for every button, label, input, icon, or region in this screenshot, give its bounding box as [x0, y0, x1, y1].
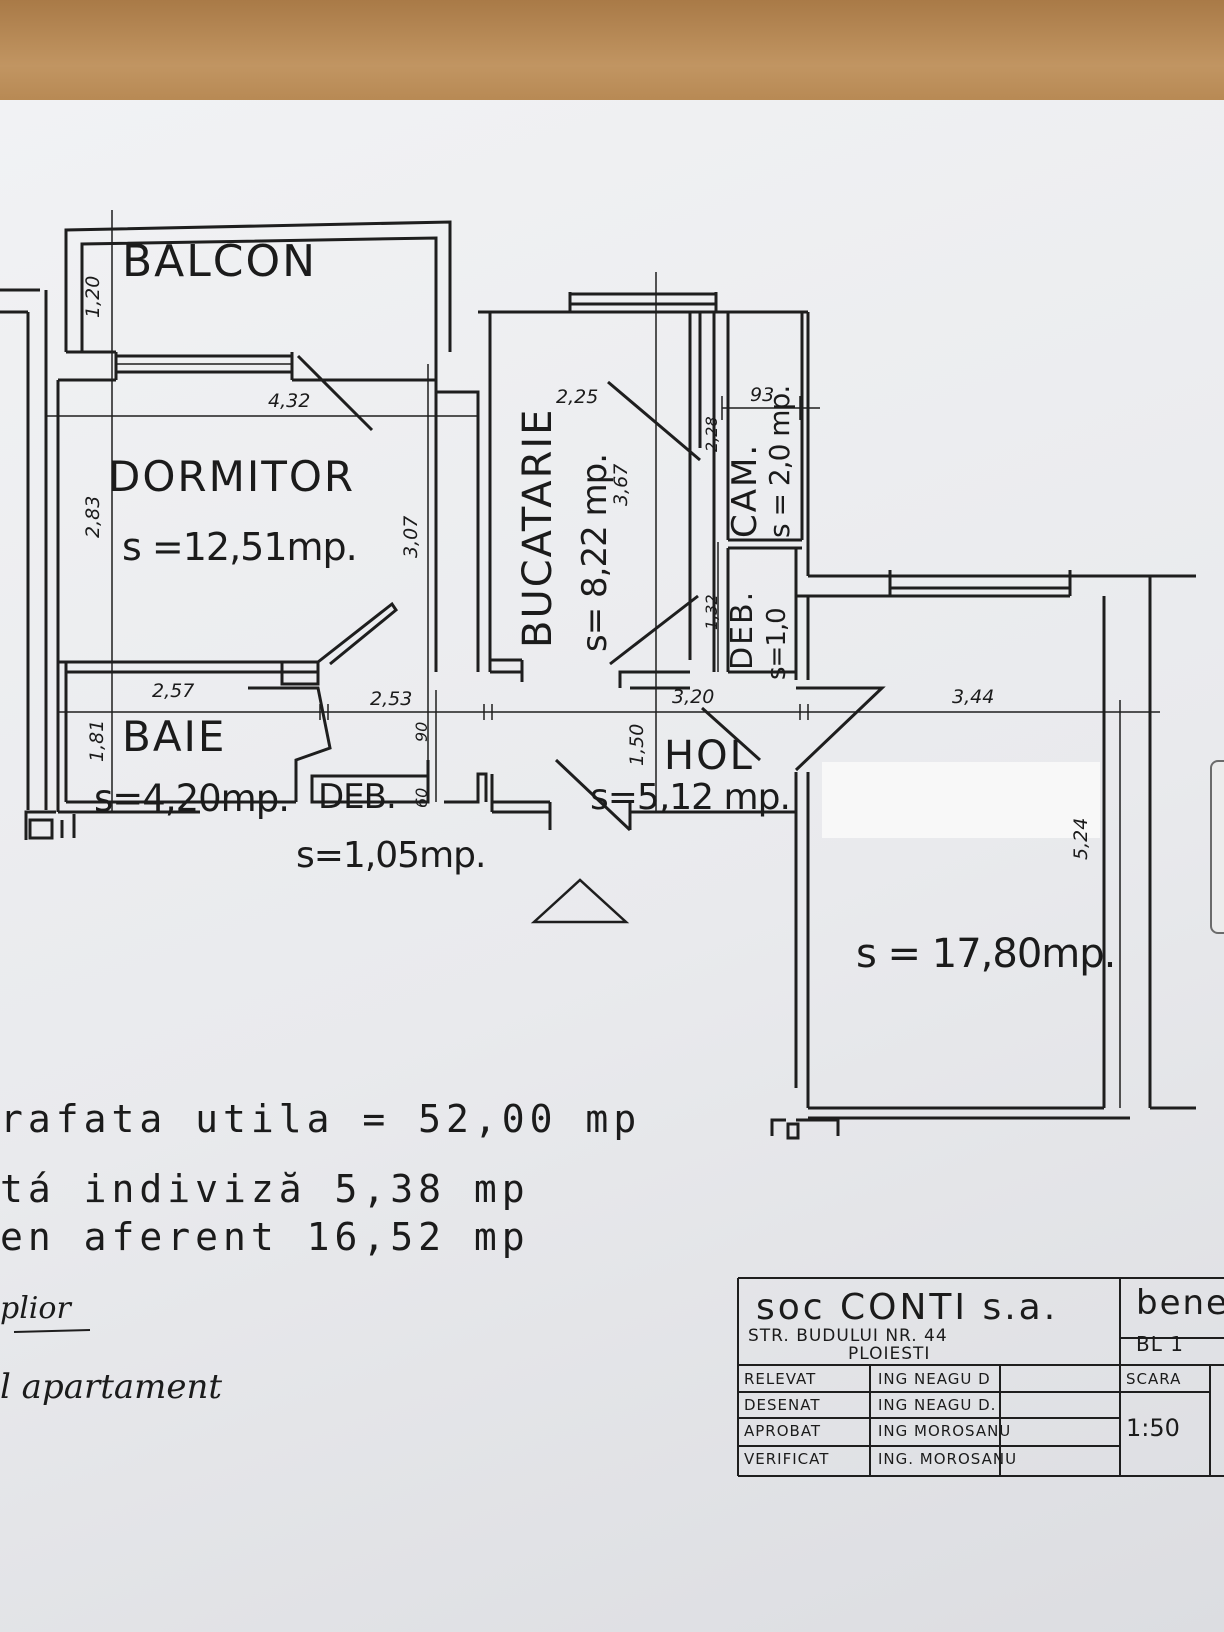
area-dormitor: s =12,51mp. — [122, 525, 358, 569]
living-walls — [770, 570, 1196, 1140]
dimension-lines — [46, 210, 1160, 1108]
room-label-baie: BAIE — [122, 712, 227, 761]
title-address-line2: PLOIESTI — [848, 1344, 931, 1364]
dim-cam-width: 93 — [750, 384, 775, 406]
white-sticker — [822, 762, 1100, 838]
room-label-dormitor: DORMITOR — [108, 452, 356, 501]
room-label-balcon: BALCON — [122, 236, 318, 287]
title-verificat-label: VERIFICAT — [744, 1450, 830, 1468]
cam-walls — [712, 312, 810, 680]
dim-deb-left-90: 90 — [412, 721, 431, 742]
dim-cam-depth: 2,28 — [702, 416, 721, 452]
dim-hall-width: 2,53 — [370, 688, 413, 710]
bucatarie-walls — [478, 292, 808, 688]
summary-teren-aferent: en aferent 16,52 mp — [0, 1215, 530, 1259]
dim-baie-width: 2,57 — [152, 680, 195, 702]
handwritten-note-1: plior — [0, 1291, 71, 1326]
dim-dormitor-width: 4,32 — [268, 390, 311, 412]
entrance-marker — [530, 878, 630, 924]
dim-balcon-depth: 1,20 — [82, 275, 104, 318]
dim-deb-right-depth: 1,32 — [702, 594, 721, 630]
title-address-line1: STR. BUDULUI NR. 44 — [748, 1326, 948, 1346]
title-company: soc CONTI s.a. — [756, 1287, 1059, 1328]
area-cam: s = 2,0 mp. — [763, 385, 796, 538]
title-desenat-name: ING NEAGU D. — [878, 1396, 997, 1414]
title-aprobat-label: APROBAT — [744, 1422, 822, 1440]
title-scara-label: SCARA — [1126, 1370, 1182, 1388]
title-beneficiar: bene — [1136, 1283, 1224, 1323]
title-bloc: BL 1 — [1136, 1332, 1184, 1356]
title-desenat-label: DESENAT — [744, 1396, 821, 1414]
title-relevat-label: RELEVAT — [744, 1370, 817, 1388]
area-deb-right: s=1,0 — [762, 608, 792, 680]
dim-living-depth: 5,24 — [1070, 817, 1092, 860]
title-verificat-name: ING. MOROSANU — [878, 1450, 1018, 1468]
area-bucatarie: s= 8,22 mp. — [575, 453, 615, 652]
balcony-walls — [64, 220, 452, 354]
area-hol: s=5,12 mp. — [590, 777, 791, 818]
wooden-table-background — [0, 0, 1224, 110]
area-living: s = 17,80mp. — [856, 931, 1116, 977]
left-exterior-walls — [0, 288, 76, 840]
handwritten-note-2: l apartament — [0, 1367, 223, 1407]
title-aprobat-name: ING MOROSANU — [878, 1422, 1012, 1440]
dim-bucatarie-width: 2,25 — [556, 386, 599, 408]
dim-hol-width: 3,20 — [672, 686, 715, 708]
room-label-bucatarie: BUCATARIE — [515, 407, 561, 648]
title-scara-value: 1:50 — [1126, 1414, 1180, 1442]
summary-cota-indiviza: tá indiviză 5,38 mp — [0, 1167, 530, 1211]
room-label-deb-right: DEB. — [725, 589, 760, 670]
dim-bucatarie-depth: 3,67 — [610, 463, 632, 506]
dim-dormitor-depth: 2,83 — [82, 495, 104, 538]
dim-hol-depth: 1,50 — [626, 723, 648, 766]
dim-baie-depth: 1,81 — [86, 719, 108, 762]
area-deb-left: s=1,05mp. — [296, 835, 486, 876]
room-label-deb-left: DEB. — [318, 777, 397, 817]
dim-dormitor-right: 3,07 — [400, 515, 422, 558]
room-label-cam: CAM. — [725, 442, 765, 538]
dim-living-width: 3,44 — [952, 686, 995, 708]
edge-object — [1210, 760, 1224, 934]
title-relevat-name: ING NEAGU D — [878, 1370, 991, 1388]
dim-deb-left-60: 60 — [412, 787, 431, 808]
summary-suprafata-utila: rafata utila = 52,00 mp — [0, 1097, 642, 1141]
area-baie: s=4,20mp. — [94, 777, 290, 820]
title-block-grid — [737, 1277, 1224, 1477]
dormitor-walls — [56, 352, 480, 812]
room-label-hol: HOL — [664, 733, 754, 779]
